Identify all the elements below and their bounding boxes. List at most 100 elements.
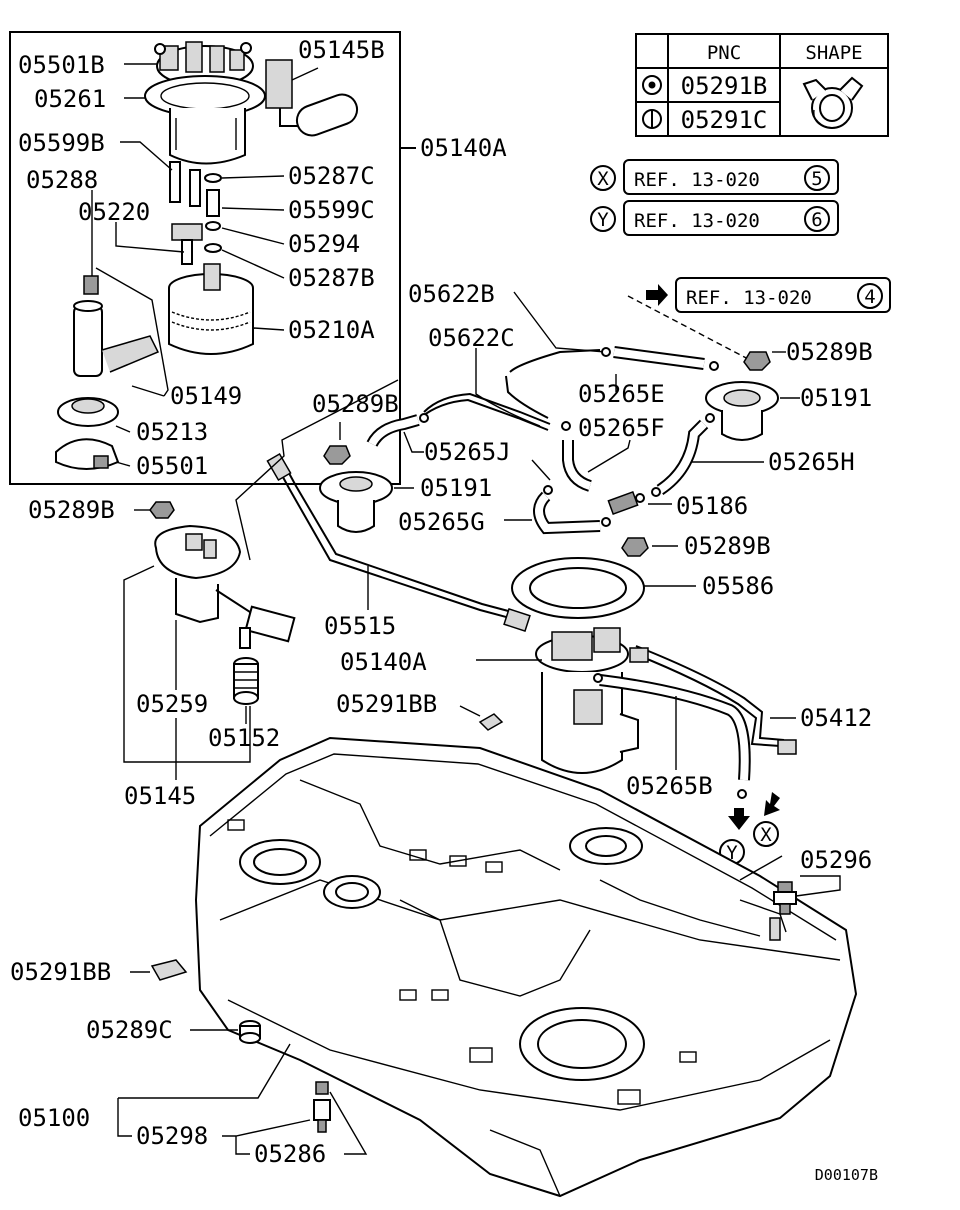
hose-05265F[interactable]	[561, 421, 631, 492]
drain-plug-05296[interactable]	[739, 855, 841, 915]
diagram-code: D00107B	[815, 1166, 878, 1184]
circle-dot-icon	[642, 75, 662, 95]
ref-number-y: 6	[811, 209, 822, 231]
label-05291BB-upper: 05291BB	[336, 690, 437, 718]
box-leader-lines	[91, 63, 319, 467]
fuel-tank-05100[interactable]	[194, 736, 858, 1198]
label-05289B-left: 05289B	[28, 496, 115, 524]
arrow-down-icon-x	[764, 792, 780, 816]
label-05289B-topright: 05289B	[786, 338, 873, 366]
clip-05291BB-lower[interactable]	[130, 959, 188, 981]
label-05213: 05213	[136, 418, 208, 446]
cap-05289C[interactable]	[190, 1020, 261, 1044]
pump-flange-05501B[interactable]	[154, 41, 254, 87]
label-05265G: 05265G	[398, 508, 485, 536]
small-parts-05287C-05599C-05294[interactable]	[204, 173, 222, 253]
ref-text-y: REF. 13-020	[634, 210, 760, 232]
legend-header-shape: SHAPE	[805, 42, 862, 64]
label-05191-left: 05191	[420, 474, 492, 502]
bolt-05289B-mid[interactable]	[323, 422, 351, 465]
pnc-legend-table: PNC SHAPE 05291B 05291C	[635, 33, 889, 137]
label-05586: 05586	[702, 572, 774, 600]
hose-05265J[interactable]	[366, 413, 429, 453]
label-05186: 05186	[676, 492, 748, 520]
pipe-05622B[interactable]	[505, 291, 607, 419]
ref-letter-x: X	[597, 168, 609, 190]
label-05622B: 05622B	[408, 280, 495, 308]
label-05289B-right: 05289B	[684, 532, 771, 560]
hose-clamp-shape-icon	[802, 76, 864, 129]
bolt-05289B-left[interactable]	[149, 501, 175, 519]
label-05599C: 05599C	[288, 196, 375, 224]
bolt-05298-05286[interactable]	[313, 1081, 331, 1133]
label-05501: 05501	[136, 452, 208, 480]
fuel-line-05515[interactable]	[266, 452, 531, 632]
reference-box-x[interactable]: X REF. 13-020 5	[590, 159, 839, 195]
label-05298: 05298	[136, 1122, 208, 1150]
legend-pnc-05291C: 05291C	[681, 106, 768, 134]
label-05100: 05100	[18, 1104, 90, 1132]
ref-text-arrow: REF. 13-020	[686, 287, 812, 309]
label-05291BB-lower: 05291BB	[10, 958, 111, 986]
pump-module-05140A-main[interactable]	[476, 627, 639, 774]
leader-05100-bracket	[117, 1043, 368, 1155]
cap-05191-right[interactable]	[705, 381, 800, 441]
joint-05186[interactable]	[607, 491, 672, 515]
sender-flange-05259[interactable]	[154, 524, 296, 649]
tubes-05599B[interactable]	[169, 161, 201, 207]
filter-05213[interactable]	[57, 397, 119, 427]
ref-number-x: 5	[811, 168, 822, 190]
pipe-05622C[interactable]	[419, 348, 551, 431]
label-05145: 05145	[124, 782, 196, 810]
hose-05265E[interactable]	[601, 346, 719, 392]
gasket-05586[interactable]	[511, 557, 696, 619]
fuel-pump-module-box	[9, 31, 416, 485]
sender-05145B[interactable]	[265, 59, 361, 140]
callout-x: X	[753, 821, 779, 847]
spring-05152[interactable]	[233, 657, 259, 724]
arrow-right-icon	[646, 284, 668, 306]
label-05515: 05515	[324, 612, 396, 640]
regulator-05220[interactable]	[171, 223, 203, 265]
fuel-pipe-05412[interactable]	[629, 645, 797, 755]
clip-05291BB-upper[interactable]	[459, 705, 504, 731]
arrow-down-icon-y	[728, 808, 750, 830]
retainer-05501[interactable]	[55, 438, 120, 470]
label-05265B: 05265B	[626, 772, 713, 800]
reference-box-arrow[interactable]: REF. 13-020 4	[627, 277, 891, 361]
label-05210A: 05210A	[288, 316, 375, 344]
label-05288: 05288	[26, 166, 98, 194]
label-05294: 05294	[288, 230, 360, 258]
label-05287B: 05287B	[288, 264, 375, 292]
bolt-05289B-right[interactable]	[621, 537, 678, 557]
circle-bar-icon	[642, 109, 662, 129]
label-05145B: 05145B	[298, 36, 385, 64]
label-05296: 05296	[800, 846, 872, 874]
pump-motor-05149[interactable]	[73, 275, 160, 377]
label-05140A-top: 05140A	[420, 134, 507, 162]
label-05265H: 05265H	[768, 448, 855, 476]
label-05622C: 05622C	[428, 324, 515, 352]
hose-05265G[interactable]	[504, 459, 611, 535]
bolt-05289B-topright[interactable]	[743, 351, 786, 371]
label-05289B-mid: 05289B	[312, 390, 399, 418]
ref-number-arrow: 4	[864, 286, 875, 308]
hose-05265B[interactable]	[593, 673, 751, 799]
label-05140A-mid: 05140A	[340, 648, 427, 676]
ref-text-x: REF. 13-020	[634, 169, 760, 191]
cap-05191-left[interactable]	[319, 471, 414, 533]
label-05152: 05152	[208, 724, 280, 752]
leader-05145-bracket	[123, 379, 399, 780]
label-05265E: 05265E	[578, 380, 665, 408]
pump-reservoir-05210A[interactable]	[168, 263, 254, 355]
label-05261: 05261	[34, 85, 106, 113]
label-05265J: 05265J	[424, 438, 511, 466]
label-05286: 05286	[254, 1140, 326, 1168]
hose-05265H[interactable]	[651, 413, 764, 497]
label-05265F: 05265F	[578, 414, 665, 442]
label-05501B: 05501B	[18, 51, 105, 79]
ref-letter-y: Y	[597, 209, 609, 231]
label-05259: 05259	[136, 690, 208, 718]
reference-box-y[interactable]: Y REF. 13-020 6	[590, 200, 839, 236]
label-05599B: 05599B	[18, 129, 105, 157]
